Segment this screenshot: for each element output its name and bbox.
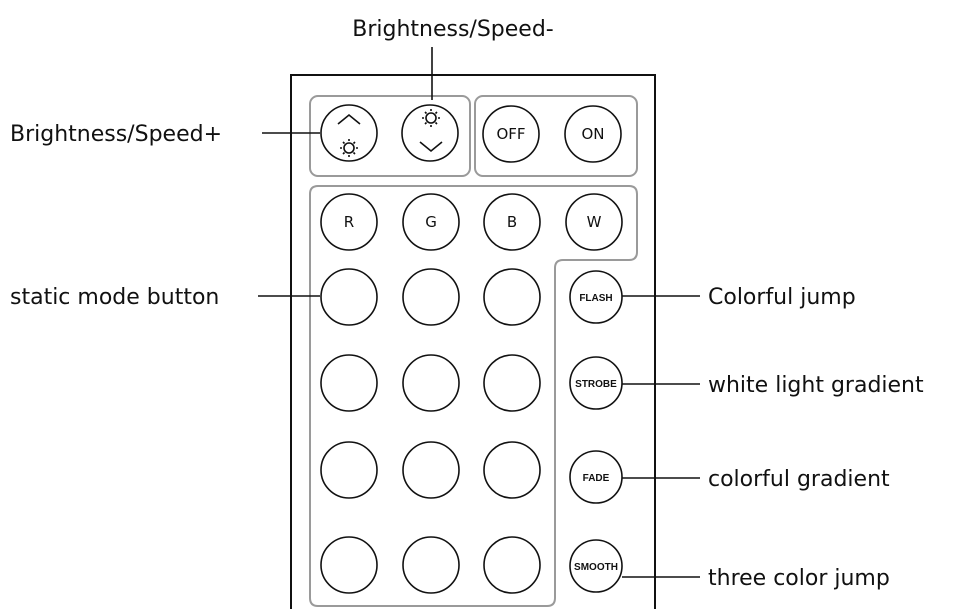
static-color-button[interactable] [483, 536, 541, 594]
brightness-up-button[interactable] [320, 104, 378, 162]
static-color-button[interactable] [402, 441, 460, 499]
fade-button-label: FADE [583, 473, 610, 484]
sun-icon [422, 109, 440, 127]
static-color-button[interactable] [320, 354, 378, 412]
strobe-button-label: STROBE [575, 379, 617, 390]
white-button[interactable]: W [565, 193, 623, 251]
static-color-button[interactable] [320, 268, 378, 326]
brightness-down-button[interactable] [401, 104, 459, 162]
static-color-button[interactable] [483, 268, 541, 326]
static-color-button[interactable] [483, 441, 541, 499]
chevron-down-icon [419, 141, 443, 153]
green-button[interactable]: G [402, 193, 460, 251]
static-color-button[interactable] [483, 354, 541, 412]
static-color-button[interactable] [402, 536, 460, 594]
label-white-light-gradient: white light gradient [708, 373, 924, 398]
remote-body-outline [290, 74, 656, 609]
off-button-label: OFF [496, 125, 525, 143]
label-static-mode-button: static mode button [10, 285, 219, 310]
label-colorful-jump: Colorful jump [708, 285, 856, 310]
off-button[interactable]: OFF [482, 105, 540, 163]
label-brightness-speed-minus: Brightness/Speed- [352, 17, 554, 42]
static-color-button[interactable] [402, 354, 460, 412]
fade-button[interactable]: FADE [569, 450, 623, 504]
static-color-button[interactable] [320, 441, 378, 499]
smooth-button-label: SMOOTH [574, 562, 618, 573]
green-button-label: G [425, 213, 437, 231]
flash-button-label: FLASH [579, 293, 612, 304]
label-three-color-jump: three color jump [708, 566, 890, 591]
blue-button[interactable]: B [483, 193, 541, 251]
red-button-label: R [344, 213, 354, 231]
color-button-group [309, 185, 638, 607]
label-colorful-gradient: colorful gradient [708, 467, 890, 492]
power-button-group [474, 95, 638, 177]
chevron-up-icon [337, 113, 361, 125]
static-color-grid [320, 268, 541, 594]
label-brightness-speed-plus: Brightness/Speed+ [10, 122, 222, 147]
strobe-button[interactable]: STROBE [569, 356, 623, 410]
smooth-button[interactable]: SMOOTH [569, 539, 623, 593]
brightness-button-group [309, 95, 471, 177]
on-button-label: ON [581, 125, 604, 143]
white-button-label: W [587, 213, 602, 231]
static-color-button[interactable] [320, 536, 378, 594]
flash-button[interactable]: FLASH [569, 270, 623, 324]
on-button[interactable]: ON [564, 105, 622, 163]
red-button[interactable]: R [320, 193, 378, 251]
static-color-button[interactable] [402, 268, 460, 326]
sun-icon [340, 139, 358, 157]
blue-button-label: B [507, 213, 517, 231]
